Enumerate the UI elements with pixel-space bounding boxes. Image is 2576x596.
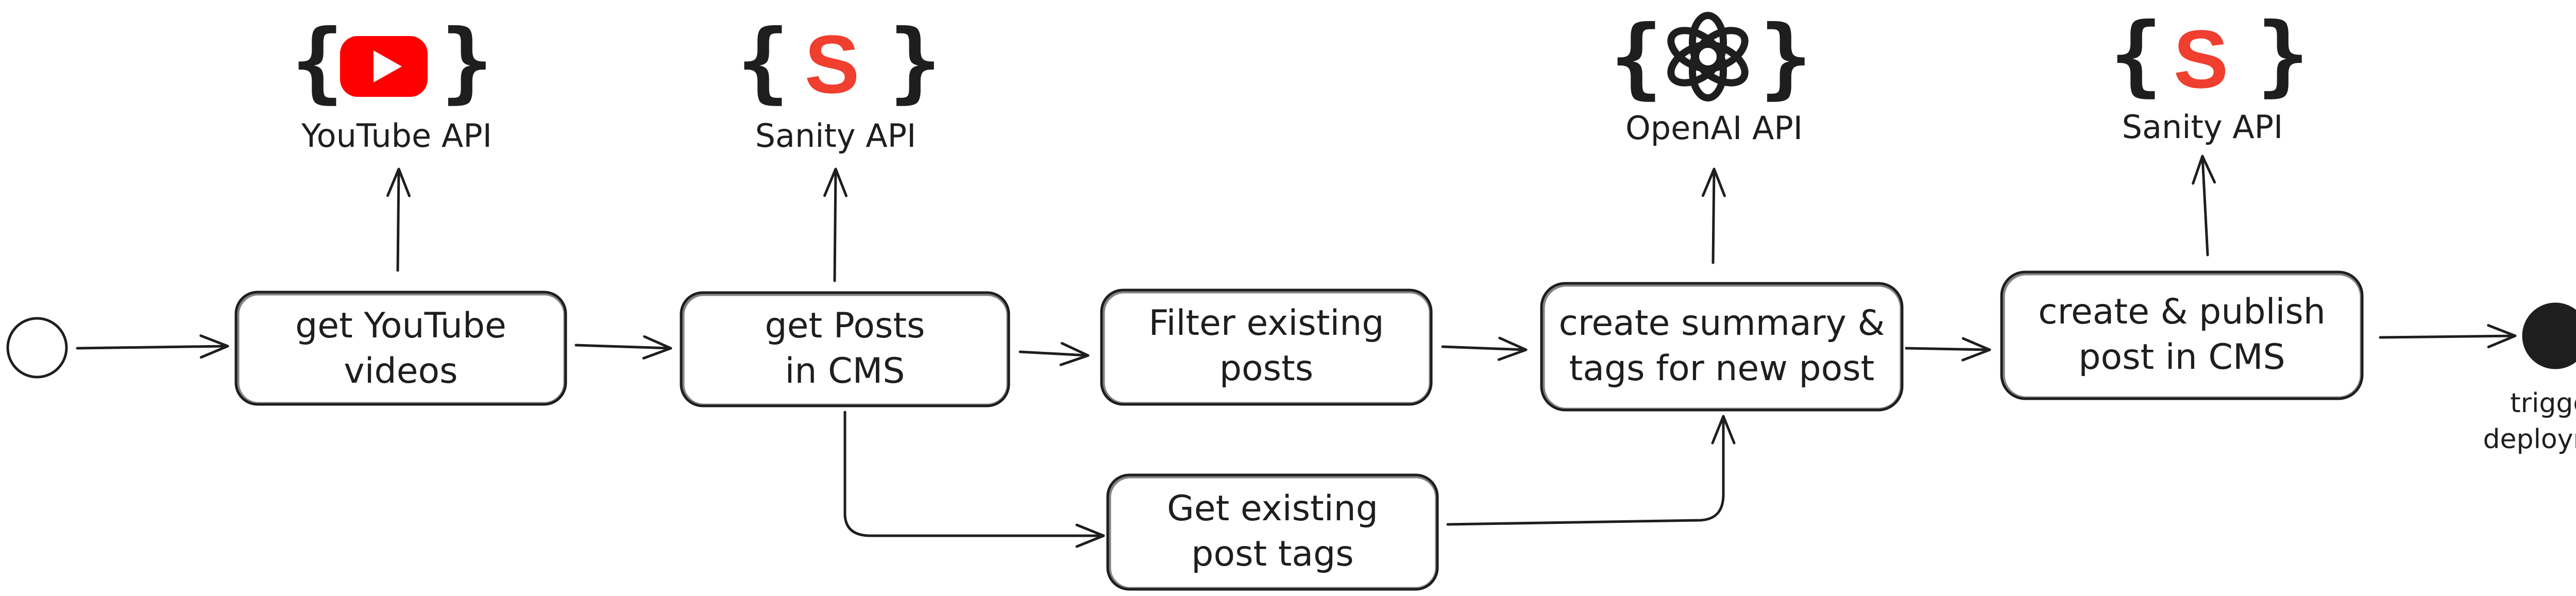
right-brace-icon: } xyxy=(440,11,493,113)
api-label: Sanity API xyxy=(2122,108,2283,146)
arrow-posts-to-existing-tags xyxy=(843,411,1105,548)
sanity-icon: S xyxy=(805,18,860,110)
openai-icon xyxy=(1667,12,1749,101)
api-youtube: { } YouTube API xyxy=(291,11,493,155)
step-filter-existing-posts: Filter existing posts xyxy=(1100,288,1433,406)
step-create-summary-and-tags: create summary & tags for new post xyxy=(1540,282,1904,412)
api-openai: { } OpenAI API xyxy=(1610,7,1812,147)
step-label-line-1: create summary & xyxy=(1559,303,1885,344)
step-label-line-1: Get existing xyxy=(1167,488,1378,529)
step-label-line-1: Filter existing xyxy=(1148,303,1384,344)
step-label-line-1: create & publish xyxy=(2038,292,2326,332)
left-brace-icon: { xyxy=(737,11,789,113)
left-brace-icon: { xyxy=(1610,7,1663,109)
left-brace-icon: { xyxy=(2110,4,2162,106)
arrow-posts-to-sanity-api xyxy=(823,167,848,282)
sanity-icon: S xyxy=(2174,13,2229,105)
api-label: OpenAI API xyxy=(1625,109,1803,147)
end-label-line-1: trigger xyxy=(2510,388,2576,419)
step-label-line-1: get YouTube xyxy=(295,305,506,346)
arrow-publish-to-sanity-api xyxy=(2192,155,2216,257)
arrow-publish-to-end xyxy=(2379,324,2517,349)
step-label-line-2: post tags xyxy=(1191,534,1353,574)
right-brace-icon: } xyxy=(2257,4,2309,106)
api-label: YouTube API xyxy=(301,117,492,155)
right-brace-icon: } xyxy=(889,11,941,113)
step-label-line-2: tags for new post xyxy=(1569,348,1875,389)
end-label-line-2: deployment xyxy=(2483,424,2576,455)
start-node xyxy=(6,317,68,379)
end-node xyxy=(2522,302,2576,369)
arrow-start-to-youtube xyxy=(76,334,229,359)
api-sanity-1: { S } Sanity API xyxy=(737,11,941,155)
right-brace-icon: } xyxy=(1759,7,1812,109)
step-label-line-2: post in CMS xyxy=(2078,337,2285,378)
step-get-existing-post-tags: Get existing post tags xyxy=(1106,473,1439,591)
step-label-line-1: get Posts xyxy=(765,305,925,346)
arrow-filter-to-create-summary xyxy=(1441,336,1528,361)
arrow-youtube-to-posts xyxy=(574,335,672,360)
arrow-posts-to-filter xyxy=(1019,342,1090,366)
step-label-line-2: posts xyxy=(1219,348,1313,389)
arrow-create-summary-to-publish xyxy=(1905,337,1991,362)
step-get-youtube-videos: get YouTube videos xyxy=(234,291,567,406)
step-get-posts-in-cms: get Posts in CMS xyxy=(680,291,1010,407)
step-create-and-publish-post: create & publish post in CMS xyxy=(2000,270,2364,400)
youtube-icon xyxy=(340,36,428,97)
left-brace-icon: { xyxy=(291,11,344,113)
step-label-line-2: in CMS xyxy=(785,351,905,391)
arrow-existing-tags-to-create-summary xyxy=(1446,415,1736,526)
api-label: Sanity API xyxy=(755,117,917,155)
arrow-summary-to-openai-api xyxy=(1701,167,1726,264)
arrow-youtube-to-api xyxy=(386,167,411,272)
api-sanity-2: { S } Sanity API xyxy=(2110,4,2309,146)
step-label-line-2: videos xyxy=(344,351,457,391)
